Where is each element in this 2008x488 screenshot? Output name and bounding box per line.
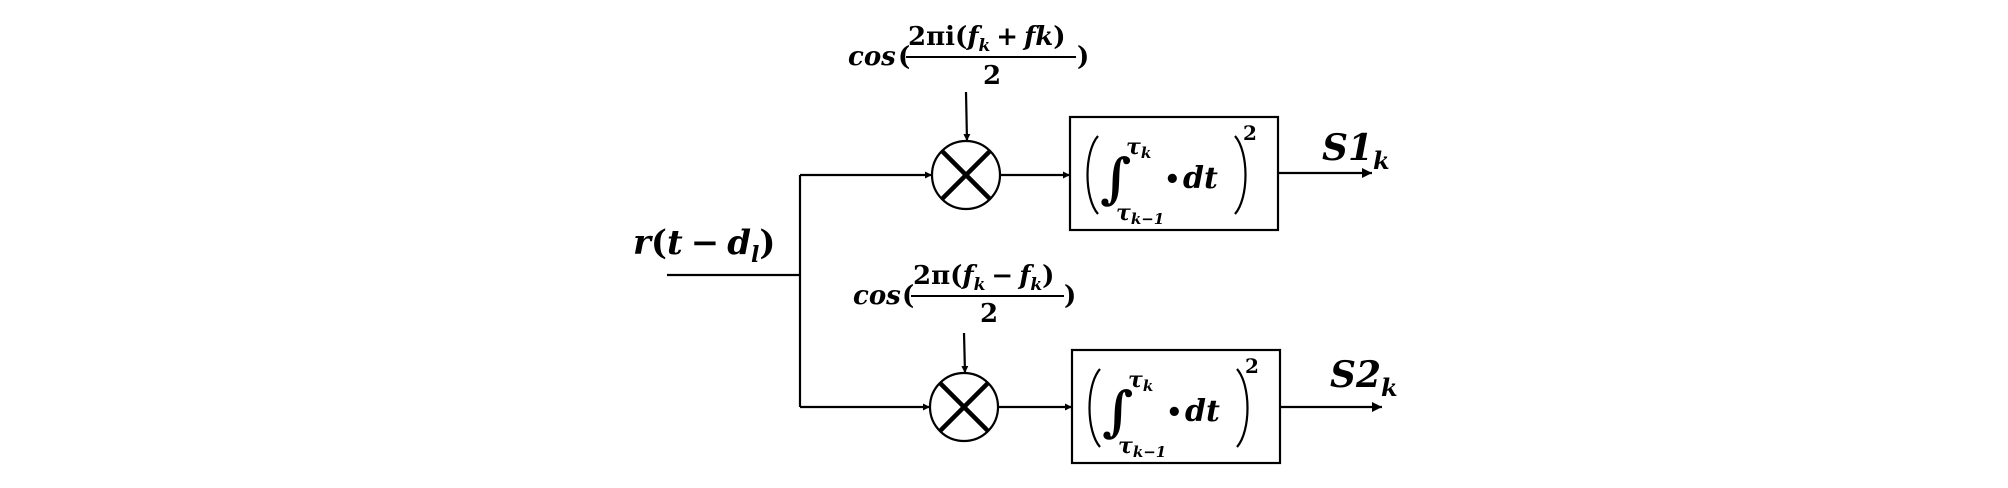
bottom-osc-denominator: 2 — [980, 299, 998, 329]
bottom-multiplier — [928, 371, 1000, 443]
top-upper-limit: τk — [1126, 134, 1151, 162]
bottom-exponent: 2 — [1245, 354, 1259, 378]
top-osc-numerator: 2πi(fk+fk) — [908, 22, 1066, 56]
top-osc-denominator: 2 — [983, 61, 1001, 91]
top-osc-open-paren: ( — [898, 42, 910, 72]
bottom-osc-cos: cos — [853, 281, 901, 311]
bottom-dt: dt — [1185, 394, 1220, 429]
top-dt: dt — [1183, 161, 1218, 196]
bottom-osc-arrow — [961, 332, 969, 374]
top-integrator-block: ∫ τk τk−1 • dt 2 — [1068, 115, 1280, 232]
bottom-osc-close-paren: ) — [1064, 281, 1076, 311]
bottom-osc-numerator: 2π(fk−fk) — [913, 261, 1054, 295]
top-osc-arrow — [963, 91, 971, 142]
top-integral-sign: ∫ — [1100, 146, 1131, 210]
top-multiply-dot: • — [1164, 165, 1181, 195]
top-osc-cos: cos — [848, 42, 896, 72]
top-osc-close-paren: ) — [1077, 42, 1089, 72]
bottom-multiply-dot: • — [1166, 398, 1183, 428]
input-signal-label: r(t−dl) — [633, 223, 775, 268]
bottom-integrator-block: ∫ τk τk−1 • dt 2 — [1070, 348, 1282, 465]
top-output-label: S1k — [1322, 127, 1390, 175]
bottom-output-label: S2k — [1330, 354, 1398, 402]
top-exponent: 2 — [1243, 121, 1257, 145]
top-lower-limit: τk−1 — [1116, 200, 1164, 228]
top-multiplier — [930, 139, 1002, 211]
bottom-upper-limit: τk — [1128, 367, 1153, 395]
bottom-osc-open-paren: ( — [902, 281, 914, 311]
bottom-integral-sign: ∫ — [1102, 379, 1133, 443]
bottom-lower-limit: τk−1 — [1118, 433, 1166, 461]
